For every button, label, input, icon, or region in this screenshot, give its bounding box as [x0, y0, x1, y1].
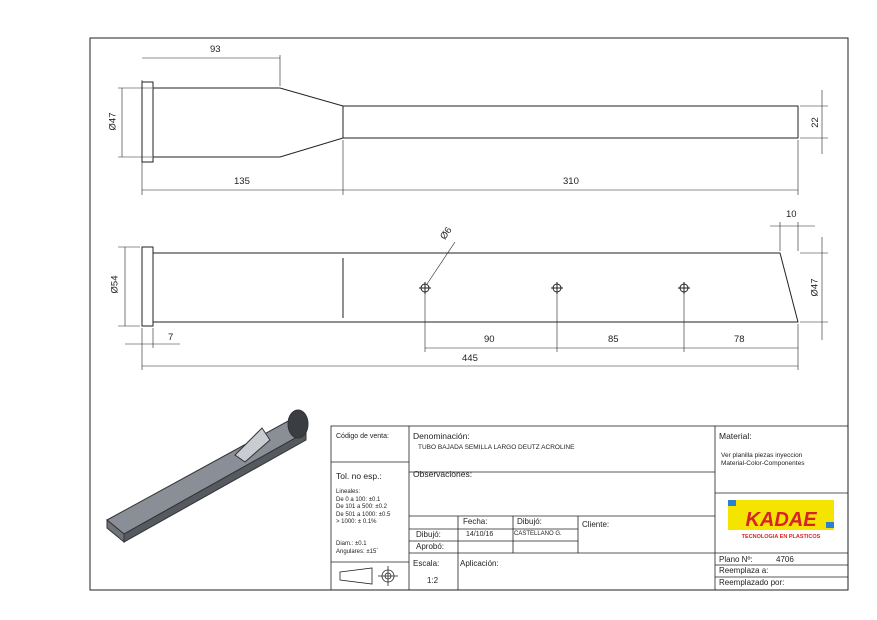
hole-icon [551, 282, 563, 294]
fecha-label: Fecha: [463, 517, 488, 526]
reemplaza-label: Reemplaza a: [719, 566, 769, 575]
hole-icon [678, 282, 690, 294]
codigo-label: Código de venta: [336, 433, 389, 440]
hole-icon [419, 282, 431, 294]
isometric-view [106, 409, 309, 544]
fecha-value: 14/10/16 [466, 531, 494, 538]
tol-lines: Lineales: De 0 a 100: ±0.1 De 101 a 500:… [336, 489, 390, 527]
kadae-logo: KADAE TECNOLOGIA EN PLASTICOS [728, 500, 834, 540]
aplicacion-label: Aplicación: [460, 559, 499, 568]
dim-93: 93 [210, 44, 221, 55]
denominacion-value: TUBO BAJADA SEMILLA LARGO DEUTZ ACROLINE [418, 444, 575, 451]
material-value-2: Material-Color-Componentes [721, 460, 805, 467]
dim-445: 445 [462, 353, 478, 364]
dim-10: 10 [786, 209, 797, 220]
dim-78: 78 [734, 334, 745, 345]
aprobo-label: Aprobó: [416, 542, 445, 551]
dim-phi54: Ø54 [109, 275, 121, 294]
escala-value: 1:2 [427, 576, 439, 585]
dim-22: 22 [809, 117, 821, 128]
dibujo-value: CASTELLANO G. [514, 531, 562, 537]
observaciones-label: Observaciones: [413, 469, 473, 479]
dim-phi47-top: Ø47 [107, 112, 119, 131]
plano-label: Plano Nº: [719, 555, 753, 564]
escala-label: Escala: [413, 559, 440, 568]
tol-line: De 0 a 100: ±0.1 [336, 496, 381, 503]
dibujo-row-label: Dibujó: [416, 530, 441, 539]
cliente-label: Cliente: [582, 520, 610, 529]
reemplazado-label: Reemplazado por: [719, 578, 785, 587]
material-label: Material: [719, 431, 752, 441]
tol-line: De 501 a 1000: ±0.5 [336, 511, 391, 518]
dim-85: 85 [608, 334, 619, 345]
dim-7: 7 [168, 332, 174, 343]
tol-angulares: Angulares: ±15´ [336, 549, 379, 555]
plano-value: 4706 [776, 555, 794, 564]
svg-text:TECNOLOGIA EN PLASTICOS: TECNOLOGIA EN PLASTICOS [742, 534, 821, 540]
bottom-view [118, 222, 828, 370]
material-value-1: Ver planilla piezas inyeccion [721, 452, 803, 459]
dibujo-col-label: Dibujó: [517, 517, 542, 526]
tol-line: De 101 a 500: ±0.2 [336, 504, 387, 510]
title-block [330, 425, 849, 591]
tol-label: Tol. no esp.: [336, 471, 382, 481]
denominacion-label: Denominación: [413, 431, 470, 441]
top-view [118, 55, 828, 195]
dim-phi47-bottom: Ø47 [809, 278, 821, 297]
projection-symbol-icon [339, 566, 398, 586]
dim-90: 90 [484, 334, 495, 345]
svg-text:KADAE: KADAE [745, 509, 817, 531]
dim-310: 310 [563, 176, 579, 187]
tol-diam: Diam.: ±0.1 [336, 541, 367, 547]
tol-line: > 1000: ± 0.1% [336, 519, 377, 525]
tol-line: Lineales: [336, 489, 361, 495]
dim-135: 135 [234, 176, 250, 187]
